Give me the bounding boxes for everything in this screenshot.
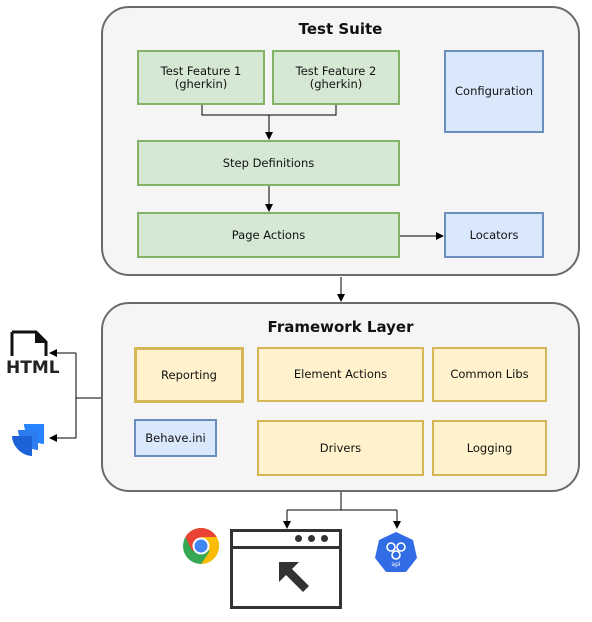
test-feature-2-box[interactable]: Test Feature 2 (gherkin) (272, 50, 400, 105)
html-file-icon: HTML (6, 330, 60, 380)
test-feature-2-sublabel: (gherkin) (309, 76, 363, 91)
framework-to-targets-connector (287, 492, 397, 511)
api-label: api (391, 561, 401, 568)
jira-icon (10, 422, 46, 456)
html-label: HTML (6, 358, 60, 378)
common-libs-box[interactable]: Common Libs (432, 347, 547, 402)
reporting-box[interactable]: Reporting (134, 347, 244, 403)
element-actions-box[interactable]: Element Actions (257, 347, 424, 402)
drivers-box[interactable]: Drivers (257, 420, 424, 476)
locators-box[interactable]: Locators (444, 212, 544, 258)
kubernetes-api-icon: api (374, 531, 418, 573)
framework-layer-title: Framework Layer (267, 318, 414, 336)
test-feature-1-label: Test Feature 1 (160, 63, 242, 78)
cursor-arrow-icon (279, 562, 309, 592)
test-feature-1-box[interactable]: Test Feature 1 (gherkin) (137, 50, 265, 105)
configuration-box[interactable]: Configuration (444, 50, 544, 133)
step-definitions-box[interactable]: Step Definitions (137, 140, 400, 186)
framework-to-reports-connector (75, 353, 101, 399)
test-feature-2-label: Test Feature 2 (295, 63, 377, 78)
behave-ini-box[interactable]: Behave.ini (134, 419, 217, 457)
logging-box[interactable]: Logging (432, 420, 547, 476)
chrome-icon (182, 527, 220, 565)
test-suite-title: Test Suite (298, 20, 383, 38)
test-feature-1-sublabel: (gherkin) (174, 76, 228, 91)
page-actions-box[interactable]: Page Actions (137, 212, 400, 258)
browser-window-icon (230, 529, 342, 609)
